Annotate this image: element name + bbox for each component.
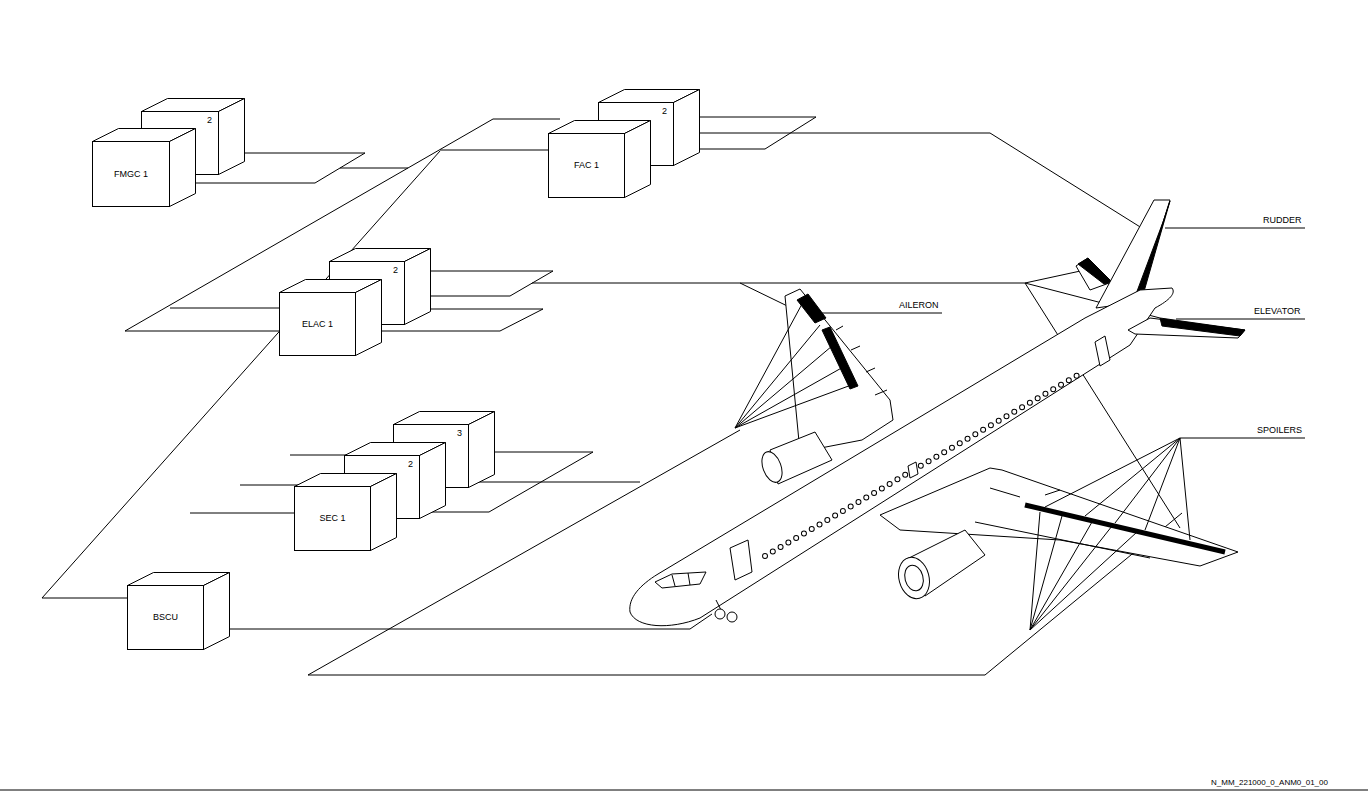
unit-box-outline	[548, 120, 651, 198]
leader-line	[735, 346, 832, 428]
bus-line	[230, 153, 365, 154]
unit-box-outline	[127, 572, 230, 650]
unit-box-outline	[92, 128, 196, 207]
computer-unit-box: BSCU	[127, 572, 230, 650]
bus-line	[690, 117, 816, 118]
bus-line	[190, 513, 300, 514]
aileron	[797, 294, 826, 323]
unit-number: 2	[662, 106, 667, 117]
part-label: RUDDER	[1262, 215, 1303, 226]
bus-line	[420, 309, 543, 310]
leader-line	[1115, 438, 1180, 523]
box-face: BSCU	[127, 585, 204, 650]
rudder	[1133, 201, 1170, 302]
leader-line	[1030, 516, 1062, 630]
bus-line	[340, 168, 408, 169]
leader-line	[1030, 522, 1092, 630]
bus-line	[170, 308, 290, 309]
flap-track	[836, 326, 843, 330]
leader-line	[1030, 532, 1137, 630]
flap-track	[866, 368, 875, 372]
wing-panel	[990, 488, 1020, 497]
leader-line	[1165, 228, 1305, 229]
part-label: AILERON	[898, 300, 940, 311]
cockpit-windows	[688, 573, 690, 585]
door	[908, 462, 918, 478]
box-face: FAC 1	[548, 133, 625, 198]
cockpit-windows	[655, 572, 706, 588]
bus-line	[180, 183, 315, 184]
leader-line	[1180, 438, 1190, 540]
leader-line	[735, 384, 854, 428]
drawing-reference: N_MM_221000_0_ANM0_01_00	[1210, 778, 1329, 788]
flap-track	[851, 346, 860, 350]
unit-number: 2	[207, 115, 212, 126]
door	[730, 540, 752, 580]
elevator	[1078, 258, 1112, 284]
cockpit-windows	[672, 575, 675, 586]
box-face: SEC 1	[294, 486, 371, 551]
computer-unit-box: FAC 1	[548, 120, 651, 198]
bus-line	[500, 309, 543, 331]
leader-line	[1085, 438, 1180, 516]
door	[1095, 336, 1110, 366]
bus-line	[125, 331, 290, 332]
border-line	[0, 790, 1368, 791]
leader-line	[1030, 526, 1112, 630]
fuselage	[630, 288, 1173, 626]
bus-line	[440, 150, 560, 151]
engine-inlet	[902, 563, 926, 593]
bus-line	[42, 598, 130, 599]
stabilizer	[1076, 258, 1112, 290]
leader-line	[1145, 438, 1180, 530]
nose-wheel	[715, 609, 725, 619]
unit-box-outline	[279, 279, 382, 356]
computer-unit-box: FMGC 1	[92, 128, 196, 207]
ground-plane	[308, 430, 1182, 675]
bus-line	[420, 271, 553, 272]
leader-line	[990, 133, 1145, 230]
flap	[975, 522, 1150, 558]
part-label: ELEVATOR	[1253, 306, 1302, 317]
stabilizer	[1128, 318, 1245, 338]
unit-number: 2	[393, 265, 398, 276]
unit-box-outline	[294, 473, 397, 551]
flap-track	[1045, 490, 1060, 495]
leader-line	[1045, 438, 1180, 507]
computer-unit-box: ELAC 1	[279, 279, 382, 356]
unit-name: FMGC 1	[114, 169, 148, 180]
elevator	[1160, 318, 1245, 336]
bus-line	[480, 452, 593, 453]
leader-line	[532, 283, 1025, 284]
engine-inlet	[758, 449, 786, 485]
part-label: SPOILERS	[1256, 425, 1303, 436]
bus-line	[493, 119, 560, 120]
unit-number: 3	[457, 428, 462, 439]
engine-inlet	[894, 554, 934, 602]
flap-track	[875, 390, 887, 395]
leader-line	[808, 313, 942, 314]
spoiler	[1025, 505, 1225, 552]
bus-line	[42, 151, 440, 598]
leader-line	[735, 366, 845, 428]
unit-name: BSCU	[153, 612, 178, 623]
leader-line	[1176, 319, 1305, 320]
unit-name: FAC 1	[574, 160, 599, 171]
leader-line	[1025, 270, 1085, 283]
leader-line	[680, 133, 990, 134]
unit-name: SEC 1	[319, 513, 345, 524]
leader-line	[1180, 438, 1305, 439]
unit-name: ELAC 1	[302, 319, 333, 330]
spoiler	[822, 327, 858, 389]
box-face: ELAC 1	[279, 292, 356, 356]
unit-number: 2	[408, 459, 413, 470]
nose-wheel	[727, 612, 737, 622]
box-face: FMGC 1	[92, 141, 170, 207]
computer-unit-box: SEC 1	[294, 473, 397, 551]
